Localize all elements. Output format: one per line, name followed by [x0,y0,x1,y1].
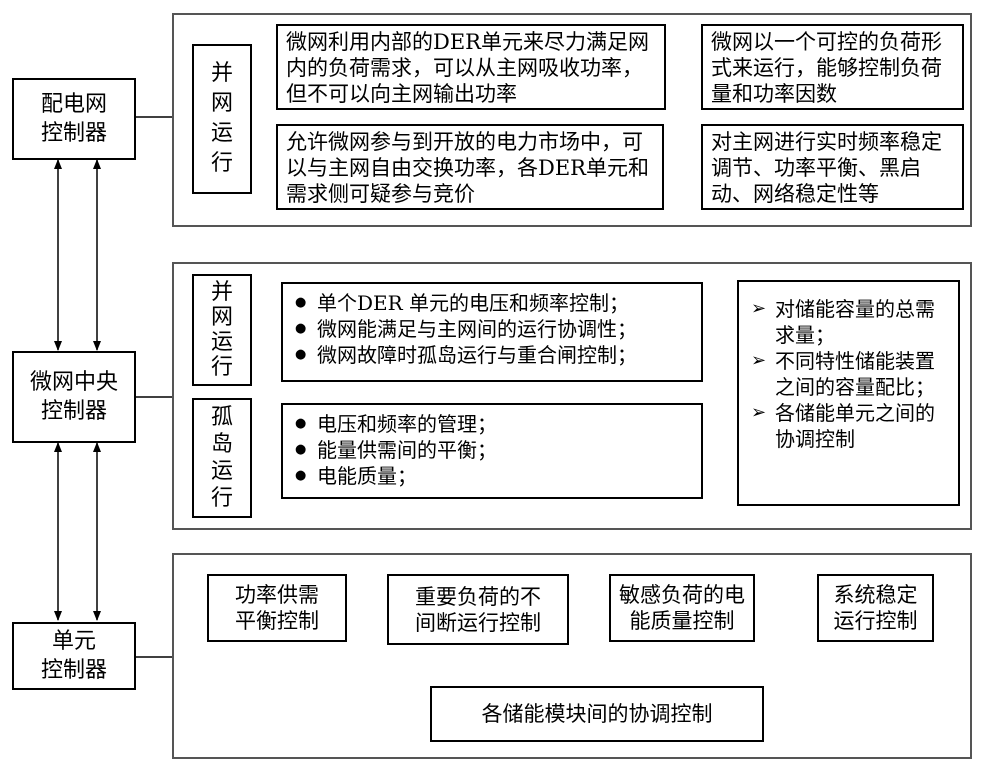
storage-coordination-control: 各储能模块间的协调控制 [430,686,764,742]
mode-char: 行 [210,151,233,176]
mode-char: 运 [210,121,233,146]
mode-char: 行 [210,355,233,380]
grid-connected-mode-label: 并 网 运 行 [192,44,252,194]
list-item: 微网故障时孤岛运行与重合闸控制； [291,342,693,368]
mode-char: 网 [210,305,233,330]
island-mode-label: 孤 岛 运 行 [192,398,252,518]
mode-char: 并 [210,61,233,86]
critical-load-control: 重要负荷的不 间断运行控制 [387,574,569,645]
mode-char: 行 [210,486,233,511]
mode-char: 并 [210,280,233,305]
microgrid-central-controller: 微网中央 控制器 [12,351,136,443]
mode-char: 运 [210,330,233,355]
list-item: 各储能单元之间的协调控制 [751,400,948,452]
island-mode-tasks: 电压和频率的管理； 能量供需间的平衡； 电能质量； [281,403,703,499]
power-balance-control: 功率供需 平衡控制 [207,574,347,642]
mode-char: 岛 [210,432,233,457]
list-item: 电能质量； [291,463,693,489]
text-top-left: 微网利用内部的DER单元来尽力满足网内的负荷需求，可以从主网吸收功率，但不可以向… [276,24,666,110]
unit-controller: 单元 控制器 [12,622,136,690]
text-bottom-right: 对主网进行实时频率稳定调节、功率平衡、黑启动、网络稳定性等 [701,124,964,210]
distribution-network-controller: 配电网 控制器 [12,78,136,160]
text-bottom-left: 允许微网参与到开放的电力市场中，可以与主网自由交换功率，各DER单元和需求侧可疑… [276,124,664,210]
list-item: 不同特性储能装置之间的容量配比； [751,348,948,400]
list-item: 电压和频率的管理； [291,411,693,437]
system-stability-control: 系统稳定 运行控制 [817,574,934,642]
text-top-right: 微网以一个可控的负荷形式来运行，能够控制负荷量和功率因数 [701,24,964,110]
sensitive-load-quality-control: 敏感负荷的电 能质量控制 [609,574,755,642]
list-item: 能量供需间的平衡； [291,437,693,463]
list-item: 单个DER 单元的电压和频率控制； [291,290,693,316]
grid-mode-label: 并 网 运 行 [192,274,252,386]
mode-char: 运 [210,459,233,484]
list-item: 对储能容量的总需求量； [751,296,948,348]
storage-tasks: 对储能容量的总需求量； 不同特性储能装置之间的容量配比； 各储能单元之间的协调控… [737,280,960,506]
mode-char: 孤 [210,405,233,430]
list-item: 微网能满足与主网间的运行协调性； [291,316,693,342]
mode-char: 网 [210,91,233,116]
grid-mode-tasks: 单个DER 单元的电压和频率控制； 微网能满足与主网间的运行协调性； 微网故障时… [281,282,703,382]
